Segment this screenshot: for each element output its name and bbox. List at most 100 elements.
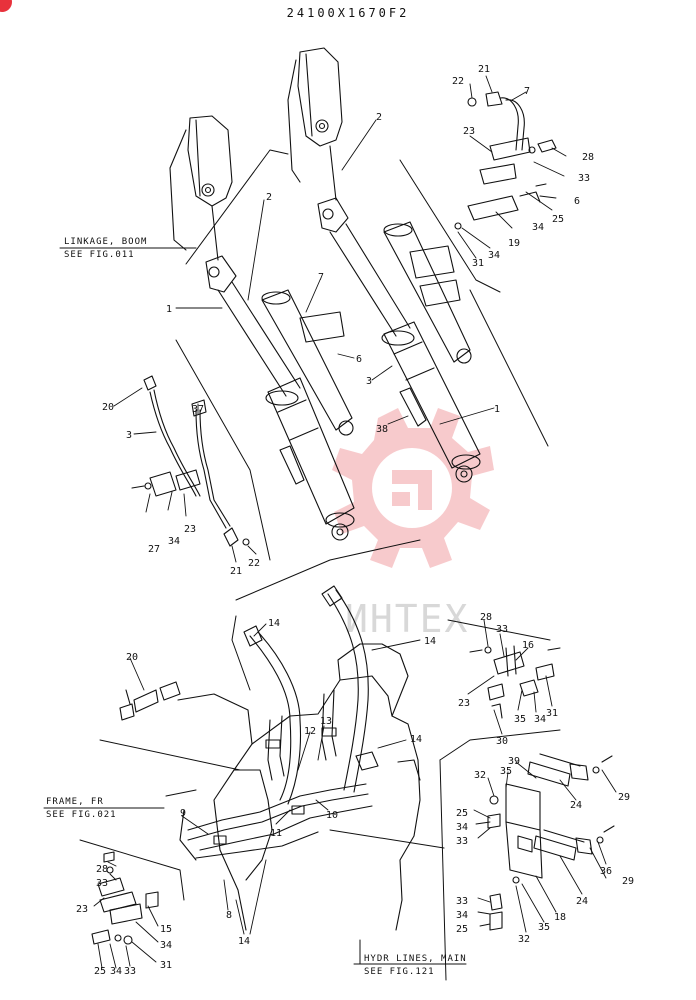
bucket-cylinder-right xyxy=(383,221,472,364)
callout-c23d: 23 xyxy=(76,904,88,915)
callout-c29a: 29 xyxy=(618,792,630,803)
callout-c35c: 35 xyxy=(538,922,550,933)
callout-c2b: 2 xyxy=(376,112,382,123)
callout-c8: 8 xyxy=(226,910,232,921)
callout-c1b: 1 xyxy=(494,404,500,415)
callout-c6b: 6 xyxy=(356,354,362,365)
detail-clamp-mid-right xyxy=(469,645,561,719)
callout-c20b: 20 xyxy=(126,652,138,663)
watermark-text: ИНТЕХ xyxy=(345,597,469,641)
callout-c25a: 25 xyxy=(552,214,564,225)
callout-c34c: 34 xyxy=(168,536,180,547)
callout-c14d: 14 xyxy=(238,936,250,947)
callout-c10: 10 xyxy=(326,810,338,821)
ref-linkage-boom: LINKAGE, BOOM SEE FIG.011 xyxy=(64,237,147,260)
callout-c30: 30 xyxy=(496,736,508,747)
callout-c25b: 25 xyxy=(456,808,468,819)
callout-c20a: 20 xyxy=(102,402,114,413)
ref-linkage-boom-title: LINKAGE, BOOM xyxy=(64,237,147,247)
callout-c6a: 6 xyxy=(574,196,580,207)
callout-c39: 39 xyxy=(508,756,520,767)
callout-c18: 18 xyxy=(554,912,566,923)
callout-c33c: 33 xyxy=(456,836,468,847)
front-frame xyxy=(165,643,421,931)
callout-c34h: 34 xyxy=(110,966,122,977)
callout-c24a: 24 xyxy=(570,800,582,811)
callout-c21a: 21 xyxy=(478,64,490,75)
callout-c23b: 23 xyxy=(184,524,196,535)
ref-hydr-lines-main-title: HYDR LINES, MAIN xyxy=(364,954,467,964)
callout-c35b: 35 xyxy=(500,766,512,777)
callout-c1a: 1 xyxy=(166,304,172,315)
callout-c33b: 33 xyxy=(496,624,508,635)
boom-cylinder-right xyxy=(317,197,481,483)
bucket-cylinder-left xyxy=(261,289,354,436)
hose-manifold xyxy=(187,689,373,859)
callout-labels: 2122723283362534193134227163138203372734… xyxy=(76,64,634,977)
callout-c25d: 25 xyxy=(94,966,106,977)
ref-frame-fr: FRAME, FR SEE FIG.021 xyxy=(46,797,117,820)
callout-c34b: 34 xyxy=(488,250,500,261)
drawing-code: 24100X1670F2 xyxy=(286,6,410,20)
detail-bracket-lower-right xyxy=(487,753,615,931)
callout-c21b: 21 xyxy=(230,566,242,577)
callout-c12: 12 xyxy=(304,726,316,737)
callout-c34f: 34 xyxy=(456,910,468,921)
callout-c34e: 34 xyxy=(456,822,468,833)
corner-badge xyxy=(0,0,12,12)
detail-clamp-lower-left xyxy=(91,851,159,945)
callout-c7b: 7 xyxy=(318,272,324,283)
callout-c11: 11 xyxy=(270,828,282,839)
detail-hose-assembly-left xyxy=(131,375,250,547)
callout-c23a: 23 xyxy=(463,126,475,137)
callout-c31c: 31 xyxy=(160,960,172,971)
ref-frame-fr-title: FRAME, FR xyxy=(46,797,104,807)
detail-connector-20 xyxy=(119,681,181,721)
ref-hydr-lines-main: HYDR LINES, MAIN SEE FIG.121 xyxy=(364,954,467,977)
callout-c25c: 25 xyxy=(456,924,468,935)
callout-c14c: 14 xyxy=(410,734,422,745)
callout-c28a: 28 xyxy=(582,152,594,163)
callout-c13: 13 xyxy=(320,716,332,727)
callout-c27: 27 xyxy=(148,544,160,555)
callout-c38: 38 xyxy=(376,424,388,435)
callout-c33f: 33 xyxy=(124,966,136,977)
callout-c3b: 3 xyxy=(126,430,132,441)
ref-linkage-boom-see: SEE FIG.011 xyxy=(64,250,135,260)
watermark-logo xyxy=(332,408,494,568)
callout-c19: 19 xyxy=(508,238,520,249)
callout-c22a: 22 xyxy=(452,76,464,87)
callout-c7a: 7 xyxy=(524,86,530,97)
ref-hydr-lines-main-see: SEE FIG.121 xyxy=(364,967,435,977)
section-boundaries xyxy=(43,149,561,981)
ref-frame-fr-see: SEE FIG.021 xyxy=(46,810,117,820)
callout-c37: 37 xyxy=(192,404,204,415)
callout-c33a: 33 xyxy=(578,173,590,184)
callout-c34a: 34 xyxy=(532,222,544,233)
callout-c16: 16 xyxy=(522,640,534,651)
hose-pair-right xyxy=(321,585,369,793)
detail-pipe-bracket-top xyxy=(454,91,557,230)
callout-c28c: 28 xyxy=(96,864,108,875)
callout-c36a: 36 xyxy=(600,866,612,877)
callout-c34d: 34 xyxy=(534,714,546,725)
callout-c28b: 28 xyxy=(480,612,492,623)
callout-c29b: 29 xyxy=(622,876,634,887)
callout-c14b: 14 xyxy=(424,636,436,647)
callout-c32a: 32 xyxy=(474,770,486,781)
callout-c33e: 33 xyxy=(96,878,108,889)
callout-c15: 15 xyxy=(160,924,172,935)
leader-lines xyxy=(93,75,617,969)
callout-c22b: 22 xyxy=(248,558,260,569)
callout-c2a: 2 xyxy=(266,192,272,203)
boom-arm-right xyxy=(287,47,343,201)
callout-c23c: 23 xyxy=(458,698,470,709)
callout-c9: 9 xyxy=(180,808,186,819)
callout-c24b: 24 xyxy=(576,896,588,907)
callout-c3a: 3 xyxy=(366,376,372,387)
hose-pair-left xyxy=(243,625,302,805)
callout-c32b: 32 xyxy=(518,934,530,945)
callout-c35a: 35 xyxy=(514,714,526,725)
